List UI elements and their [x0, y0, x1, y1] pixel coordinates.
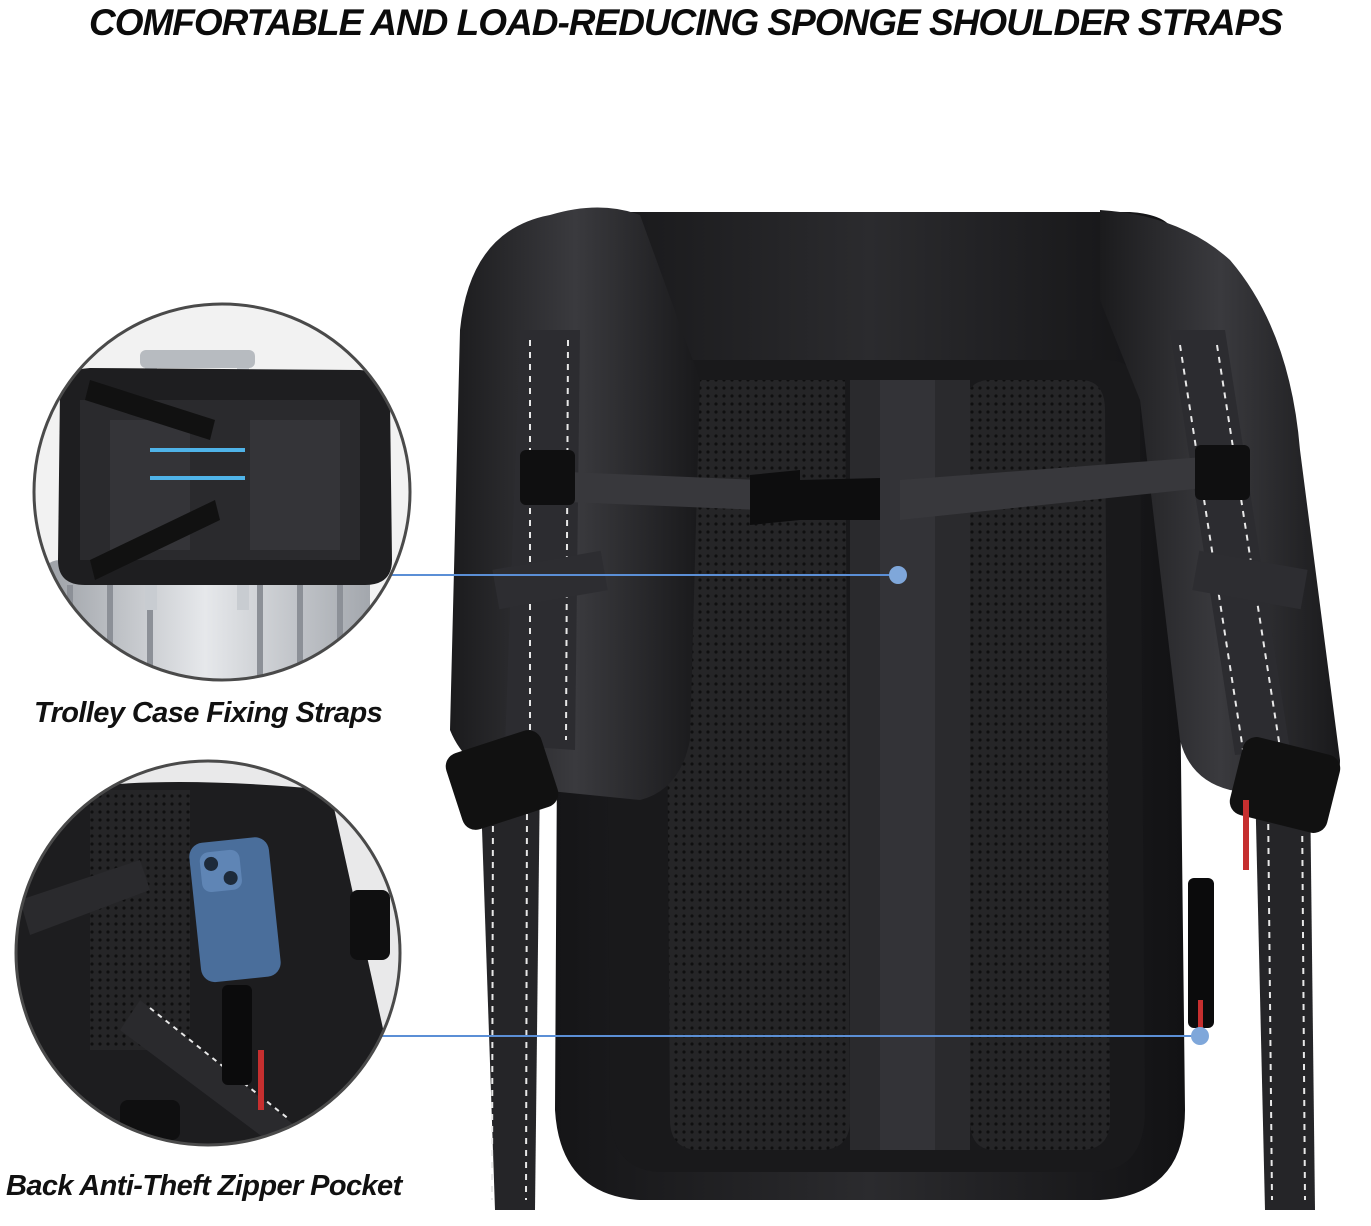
callout-pocket-label: Back Anti-Theft Zipper Pocket	[6, 1170, 402, 1202]
trolley-detail-circle	[32, 302, 412, 682]
backpack-main-view	[445, 207, 1341, 1210]
pocket-detail-circle	[14, 759, 402, 1147]
callout-pocket-line	[378, 1027, 1209, 1045]
callout-trolley-label: Trolley Case Fixing Straps	[34, 697, 383, 729]
callout-trolley-line	[378, 566, 907, 584]
headline: COMFORTABLE AND LOAD-REDUCING SPONGE SHO…	[88, 2, 1283, 43]
